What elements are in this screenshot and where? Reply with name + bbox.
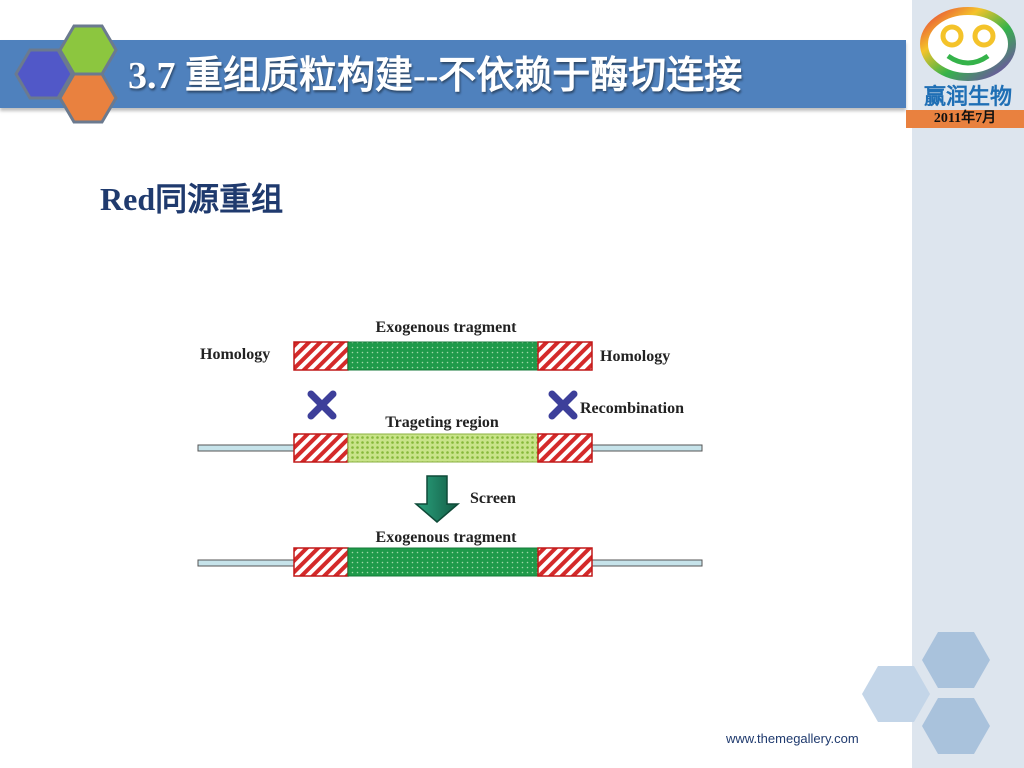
exogenous-fragment-bottom xyxy=(347,547,539,577)
brand-logo-text: 赢润生物 xyxy=(924,84,1012,110)
screen-arrow-icon xyxy=(413,475,461,523)
chromosome-line-right-mid xyxy=(591,444,703,452)
homology-arm-left-mid xyxy=(293,433,349,463)
label-exogenous-top: Exogenous tragment xyxy=(376,319,518,336)
title-bar xyxy=(0,40,906,108)
slide-title: 3.7 重组质粒构建--不依赖于酶切连接 xyxy=(128,55,743,97)
label-targeting: Trageting region xyxy=(385,414,499,431)
chromosome-line-left-mid xyxy=(197,444,295,452)
targeting-region xyxy=(347,433,539,463)
section-subheading: Red同源重组 xyxy=(100,181,284,217)
label-exogenous-bottom: Exogenous tragment xyxy=(376,529,518,546)
homology-arm-left-bottom xyxy=(293,547,349,577)
hexagon-logo-icon xyxy=(14,24,118,124)
chromosome-line-left-bottom xyxy=(197,559,295,567)
exogenous-fragment-top xyxy=(347,341,539,371)
homology-arm-left-top xyxy=(293,341,349,371)
chromosome-line-right-bottom xyxy=(591,559,703,567)
label-screen: Screen xyxy=(470,490,516,507)
label-recombination: Recombination xyxy=(580,400,684,417)
homology-arm-right-bottom xyxy=(537,547,593,577)
homology-arm-right-top xyxy=(537,341,593,371)
recombination-cross-left-icon xyxy=(307,390,337,420)
label-homology-left: Homology xyxy=(200,346,270,363)
footer-url: www.themegallery.com xyxy=(726,731,859,746)
label-homology-right: Homology xyxy=(600,348,670,365)
red-recombination-diagram: Exogenous tragment Homology Homology Rec… xyxy=(197,319,703,577)
homology-arm-right-mid xyxy=(537,433,593,463)
brand-logo-icon: 赢润生物 xyxy=(920,7,1016,110)
date-strip: 2011年7月 xyxy=(906,110,1024,128)
recombination-cross-right-icon xyxy=(548,390,578,420)
decorative-hexagons-icon xyxy=(862,632,990,754)
